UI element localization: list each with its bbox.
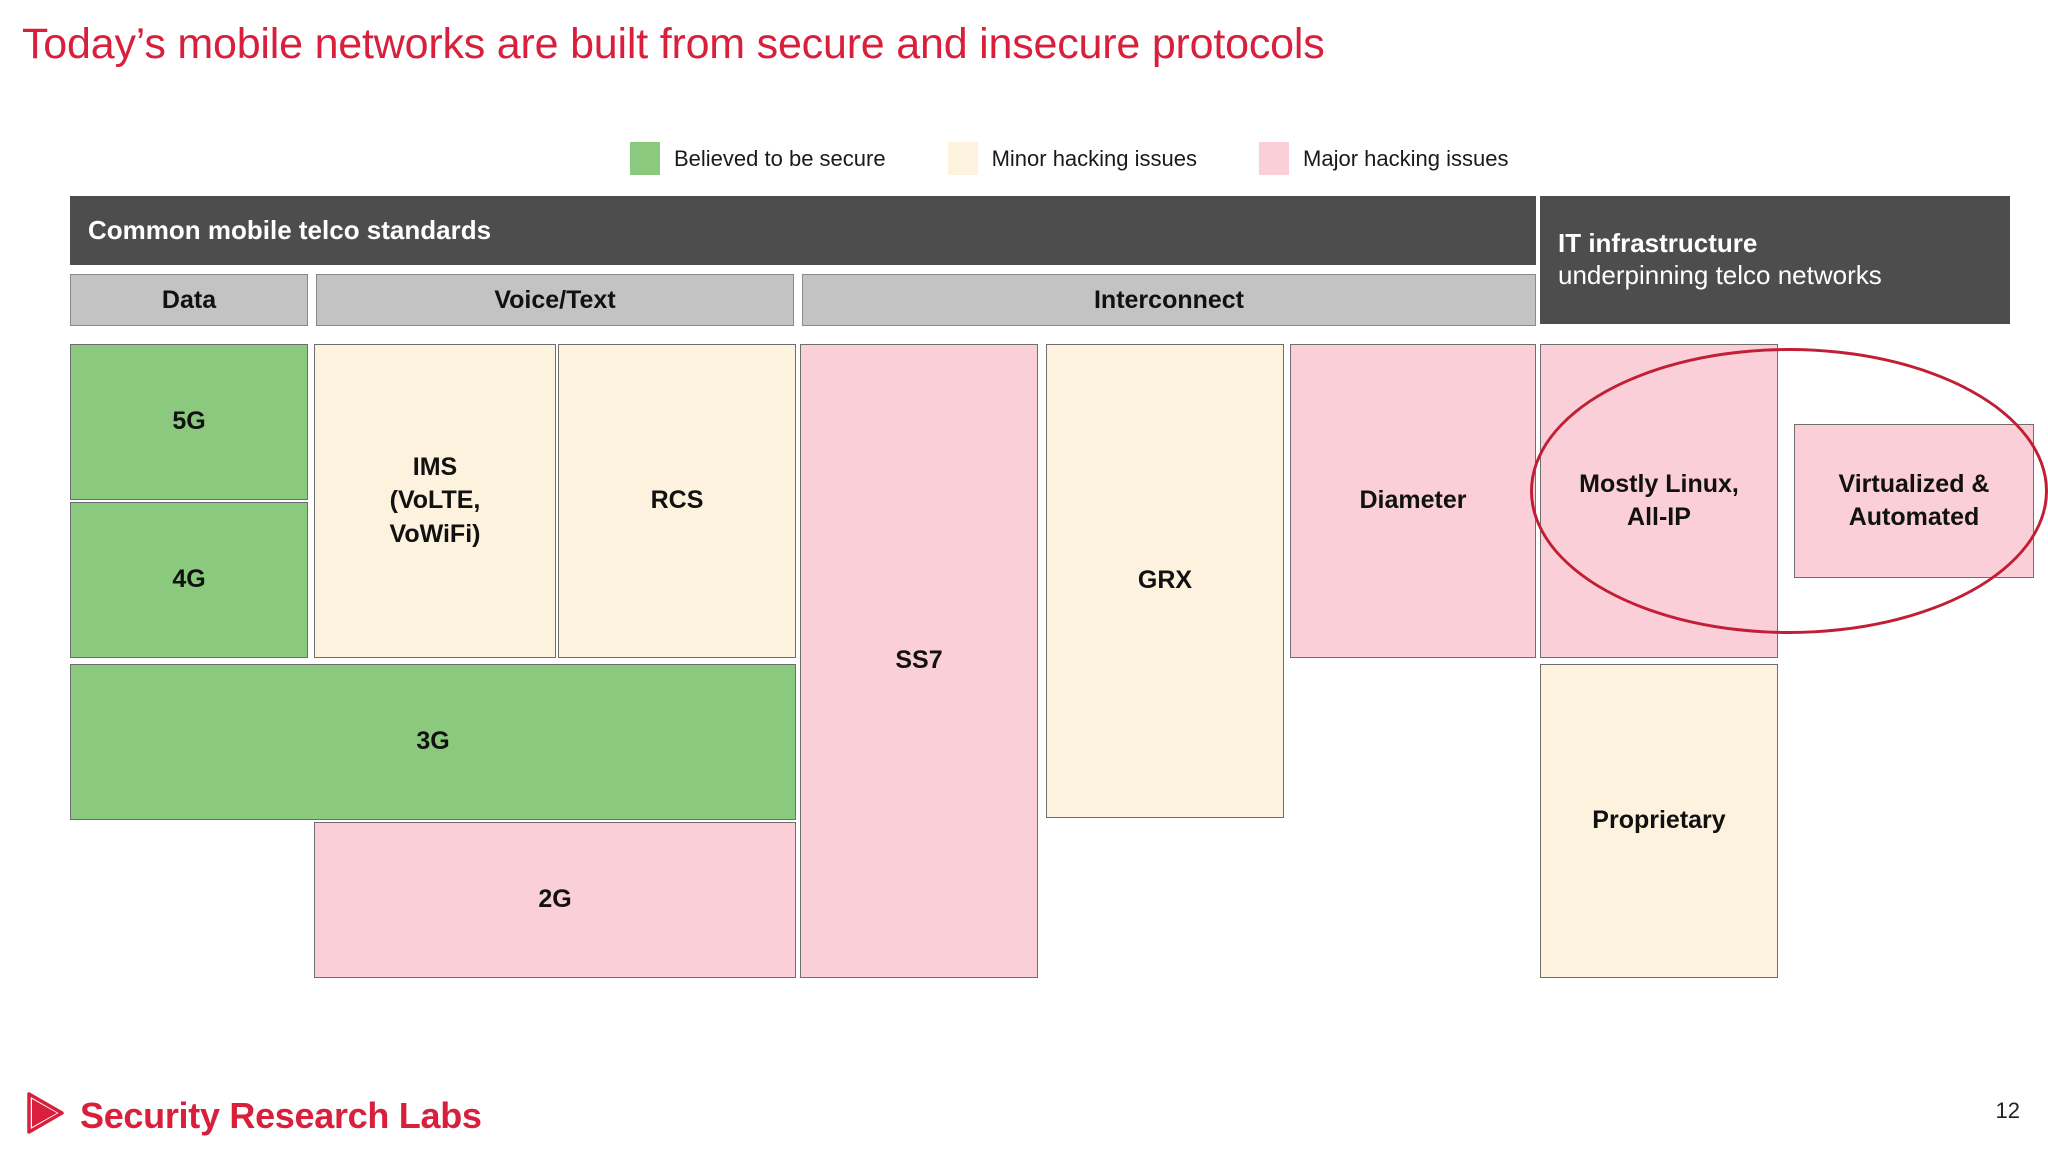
column-header-data-label: Data — [161, 285, 217, 314]
column-header-interconnect: Interconnect — [802, 274, 1536, 326]
protocol-box-grx[interactable]: GRX — [1046, 344, 1284, 818]
column-header-data: Data — [70, 274, 308, 326]
footer-logo-text: Security Research Labs — [80, 1094, 482, 1136]
protocol-box-ims[interactable]: IMS (VoLTE, VoWiFi) — [314, 344, 556, 658]
protocol-box-rcs[interactable]: RCS — [558, 344, 796, 658]
legend-label-secure: Believed to be secure — [674, 145, 886, 171]
protocol-box-2g[interactable]: 2G — [314, 822, 796, 978]
legend-item-secure: Believed to be secure — [630, 142, 886, 175]
legend-swatch-minor — [947, 142, 978, 175]
page-title: Today’s mobile networks are built from s… — [22, 20, 1325, 68]
protocol-box-proprietary[interactable]: Proprietary — [1540, 664, 1778, 978]
page-number: 12 — [1995, 1098, 2020, 1123]
protocol-box-virtualized-automated[interactable]: Virtualized & Automated — [1794, 424, 2034, 578]
protocol-box-ss7[interactable]: SS7 — [800, 344, 1038, 978]
column-header-interconnect-label: Interconnect — [1093, 285, 1245, 314]
telco-standards-panel-header: Common mobile telco standards — [70, 196, 1536, 265]
legend-item-major: Major hacking issues — [1259, 142, 1508, 175]
protocol-box-5g[interactable]: 5G — [70, 344, 308, 500]
legend-swatch-secure — [630, 142, 660, 175]
it-infrastructure-title: IT infrastructure — [1558, 228, 1758, 259]
legend-swatch-major — [1259, 142, 1290, 175]
protocol-box-3g[interactable]: 3G — [70, 664, 796, 820]
column-header-voice-text-label: Voice/Text — [494, 285, 616, 314]
legend-label-major: Major hacking issues — [1303, 145, 1509, 171]
play-triangle-icon — [24, 1090, 66, 1141]
column-header-voice-text: Voice/Text — [316, 274, 794, 326]
it-infrastructure-subtitle: underpinning telco networks — [1558, 260, 1882, 290]
protocol-box-4g[interactable]: 4G — [70, 502, 308, 658]
legend-label-minor: Minor hacking issues — [991, 145, 1198, 171]
telco-standards-panel-title: Common mobile telco standards — [88, 215, 492, 245]
legend-item-minor: Minor hacking issues — [947, 142, 1198, 175]
protocol-box-mostly-linux-all-ip[interactable]: Mostly Linux, All-IP — [1540, 344, 1778, 658]
it-infrastructure-panel-header: IT infrastructure underpinning telco net… — [1540, 196, 2010, 324]
protocol-box-diameter[interactable]: Diameter — [1290, 344, 1536, 658]
footer-logo: Security Research Labs — [24, 1090, 482, 1141]
legend: Believed to be secure Minor hacking issu… — [630, 142, 1508, 175]
